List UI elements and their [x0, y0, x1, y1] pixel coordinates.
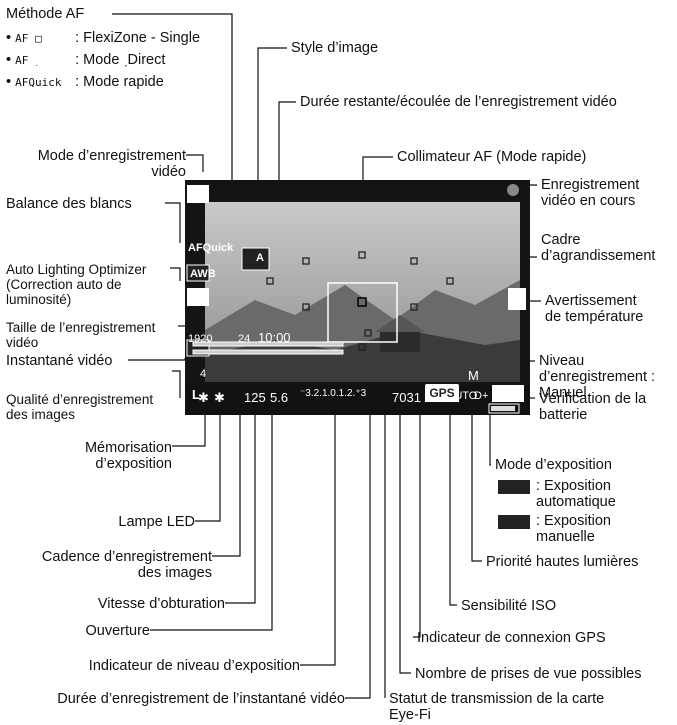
size-indicator: 1920: [188, 333, 213, 345]
time-indicator: 10:00: [258, 330, 291, 345]
ae-lock-indicator: ✱: [198, 390, 209, 405]
label-remaining-time: Durée restante/écoulée de l’enregistreme…: [300, 94, 617, 110]
label-led: Lampe LED: [118, 514, 195, 530]
snapshot-indicator: 4: [200, 368, 207, 380]
afquick-indicator: AFQuick: [188, 242, 234, 254]
label-white-balance: Balance des blancs: [6, 196, 132, 212]
label-af-point: Collimateur AF (Mode rapide): [397, 149, 587, 165]
quality-indicator: L: [192, 387, 200, 402]
label-shots: Nombre de prises de vue possibles: [415, 666, 642, 682]
label-snapshot: Instantané vidéo: [6, 353, 113, 369]
af-method-title: Méthode AF: [6, 6, 85, 22]
af-method-item-2: • AF ٜ: Mode ٜ Direct: [6, 52, 166, 68]
gps-badge: GPS: [425, 384, 459, 402]
picture-style-indicator: A: [256, 252, 264, 264]
label-shutter: Vitesse d’obturation: [97, 596, 225, 612]
label-gps: Indicateur de connexion GPS: [417, 630, 606, 646]
led-indicator: ✱: [214, 390, 225, 405]
shutter-indicator: 125: [244, 390, 266, 405]
auto-exposure-icon: [498, 480, 530, 494]
label-highlight: Priorité hautes lumières: [486, 554, 639, 570]
label-aperture: Ouverture: [85, 623, 150, 639]
label-exposure-level: Indicateur de niveau d’exposition: [88, 658, 300, 674]
label-iso: Sensibilité ISO: [461, 598, 557, 614]
shots-indicator: 7031: [392, 390, 421, 405]
af-method-item-1: • AF □: FlexiZone - Single: [6, 30, 201, 46]
mic-level-indicator: M: [468, 368, 479, 383]
exposure-scale: ⁻3.2.1.0.1.2.⁺3: [300, 388, 367, 399]
label-exposure-mode: Mode d’exposition: [495, 457, 612, 473]
af-method-item-3: • AFQuick: Mode rapide: [6, 74, 164, 90]
manual-exposure-icon: [498, 515, 530, 529]
label-alo: Auto Lighting Optimizer(Correction auto …: [6, 262, 147, 307]
highlight-indicator: D+: [474, 390, 489, 402]
awb-indicator: AWB: [190, 268, 216, 280]
camera-screen: [185, 180, 530, 415]
frame-rate-indicator: 24: [238, 333, 251, 345]
aperture-indicator: 5.6: [270, 390, 289, 405]
label-snapshot-duration: Durée d’enregistrement de l’instantané v…: [57, 691, 345, 707]
label-picture-style: Style d’image: [291, 40, 379, 56]
